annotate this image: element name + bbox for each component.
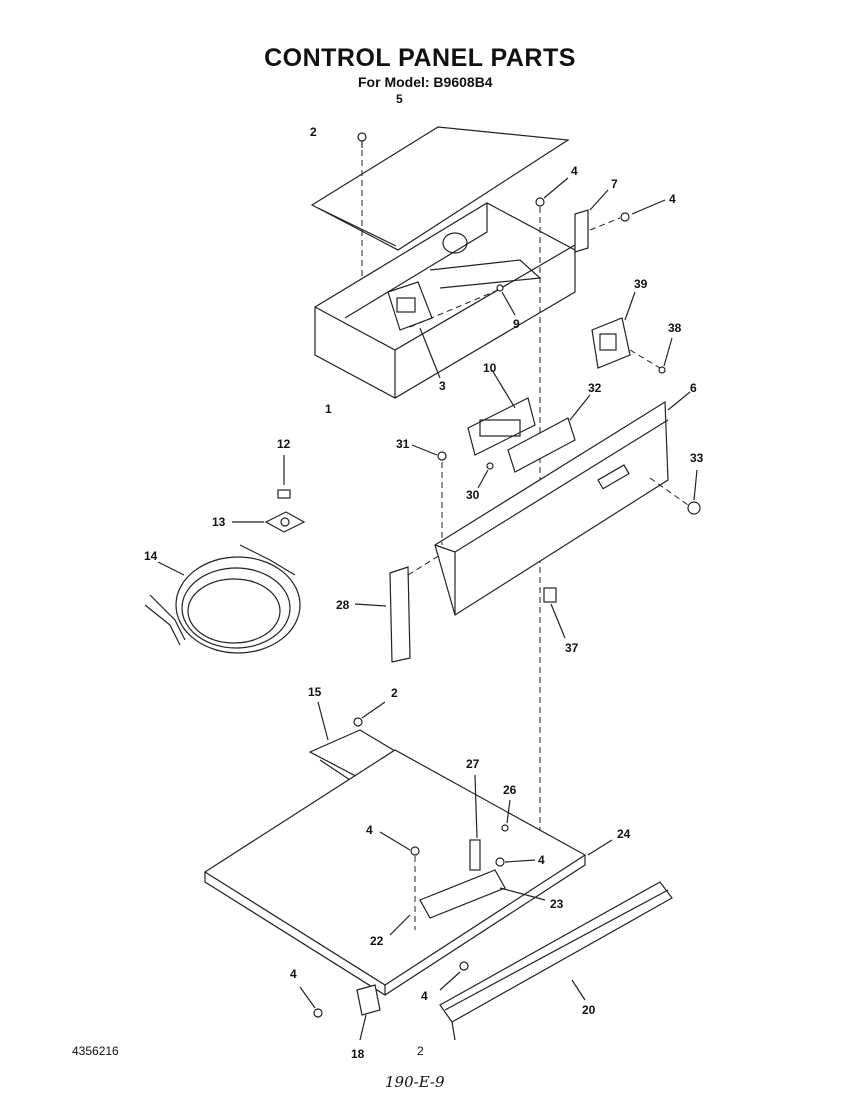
callout-labels: 5 2 4 7 4 9 39 38 3 1 10 32 6 12 31 33 1… xyxy=(144,92,704,1061)
callout-4: 4 xyxy=(538,853,545,867)
callout-4: 4 xyxy=(366,823,373,837)
part-31-30-screws xyxy=(411,444,494,545)
handwritten-code: 190-E-9 xyxy=(385,1073,445,1091)
part-4-screws-top xyxy=(535,177,666,840)
part-24-base-plate xyxy=(203,749,613,996)
part-10-display-board xyxy=(467,369,536,456)
callout-15: 15 xyxy=(308,685,322,699)
callout-7: 7 xyxy=(611,177,618,191)
part-2-screw-bottom xyxy=(353,701,386,727)
callout-14: 14 xyxy=(144,549,158,563)
callout-27: 27 xyxy=(466,757,480,771)
callout-5: 5 xyxy=(396,92,403,106)
part-12-13-nut-plate xyxy=(232,455,306,533)
callout-4: 4 xyxy=(421,989,428,1003)
callout-26: 26 xyxy=(503,783,517,797)
part-32-bracket xyxy=(507,394,591,473)
part-5-top-cover xyxy=(310,126,570,251)
part-6-control-panel xyxy=(434,391,691,616)
callout-6: 6 xyxy=(690,381,697,395)
part-20-trim-rail xyxy=(439,881,673,1041)
callout-22: 22 xyxy=(370,934,384,948)
part-33-knob xyxy=(649,469,701,515)
callout-37: 37 xyxy=(565,641,579,655)
callout-39: 39 xyxy=(634,277,648,291)
document-number: 4356216 xyxy=(72,1044,119,1058)
callout-24: 24 xyxy=(617,827,631,841)
callout-2: 2 xyxy=(310,125,317,139)
callout-4: 4 xyxy=(669,192,676,206)
callout-2: 2 xyxy=(391,686,398,700)
callout-20: 20 xyxy=(582,1003,596,1017)
part-4-screws-base xyxy=(379,831,536,930)
callout-38: 38 xyxy=(668,321,682,335)
part-9-screw xyxy=(409,284,516,328)
part-18-bracket xyxy=(356,984,381,1041)
callout-31: 31 xyxy=(396,437,410,451)
part-4-screws-lower xyxy=(299,961,469,1018)
callout-13: 13 xyxy=(212,515,226,529)
part-28-end-cap xyxy=(354,554,441,663)
model-subtitle: For Model: B9608B4 xyxy=(358,74,493,90)
callout-12: 12 xyxy=(277,437,291,451)
callout-23: 23 xyxy=(550,897,564,911)
part-1-control-box xyxy=(314,202,576,399)
callout-10: 10 xyxy=(483,361,497,375)
callout-4: 4 xyxy=(571,164,578,178)
callout-3: 3 xyxy=(439,379,446,393)
part-14-wire-harness xyxy=(144,544,301,654)
callout-1: 1 xyxy=(325,402,332,416)
part-39-switch xyxy=(591,291,673,374)
part-23-22-brackets xyxy=(389,869,546,936)
part-27-26-brackets xyxy=(469,774,511,871)
callout-30: 30 xyxy=(466,488,480,502)
callout-18: 18 xyxy=(351,1047,365,1061)
callout-9: 9 xyxy=(513,317,520,331)
page-title: CONTROL PANEL PARTS xyxy=(264,44,576,72)
callout-28: 28 xyxy=(336,598,350,612)
part-7-bracket xyxy=(574,189,609,253)
page-mark: 2 xyxy=(417,1044,424,1058)
part-37-clip xyxy=(543,587,566,639)
callout-33: 33 xyxy=(690,451,704,465)
callout-32: 32 xyxy=(588,381,602,395)
callout-4: 4 xyxy=(290,967,297,981)
